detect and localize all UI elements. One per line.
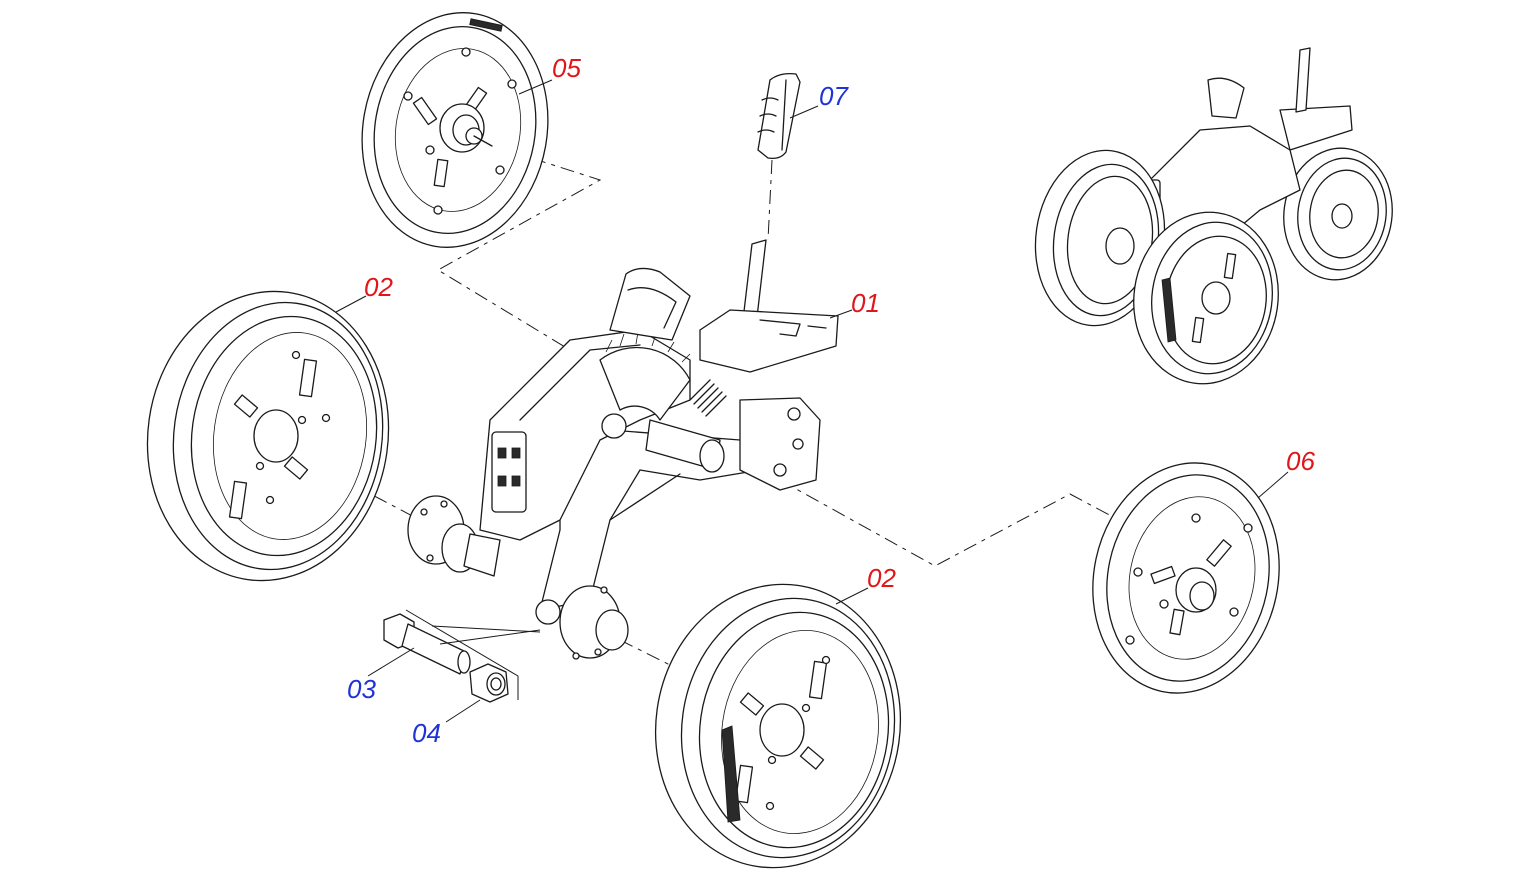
callout-03: 03 — [347, 674, 376, 704]
tire-02-left — [146, 290, 390, 582]
inner-disc-06 — [1092, 462, 1280, 694]
callout-05: 05 — [552, 53, 581, 83]
callout-02-bottom: 02 — [867, 563, 896, 593]
callout-02-left: 02 — [364, 272, 393, 302]
handle-grip-07 — [757, 72, 801, 160]
inner-disc-05 — [361, 12, 549, 248]
assembled-view — [1034, 47, 1393, 385]
callout-04: 04 — [412, 718, 441, 748]
callout-06: 06 — [1286, 446, 1315, 476]
callout-labels: 01 02 02 03 04 05 06 07 — [347, 53, 1315, 748]
nut-04 — [469, 663, 509, 703]
bolt-03 — [383, 613, 471, 675]
bolt-guide-lines — [405, 609, 541, 700]
frame-assembly-01 — [407, 239, 839, 660]
leader-lines — [335, 79, 1289, 723]
tire-02-bottom — [654, 583, 902, 869]
callout-01: 01 — [851, 288, 880, 318]
callout-07: 07 — [819, 81, 849, 111]
